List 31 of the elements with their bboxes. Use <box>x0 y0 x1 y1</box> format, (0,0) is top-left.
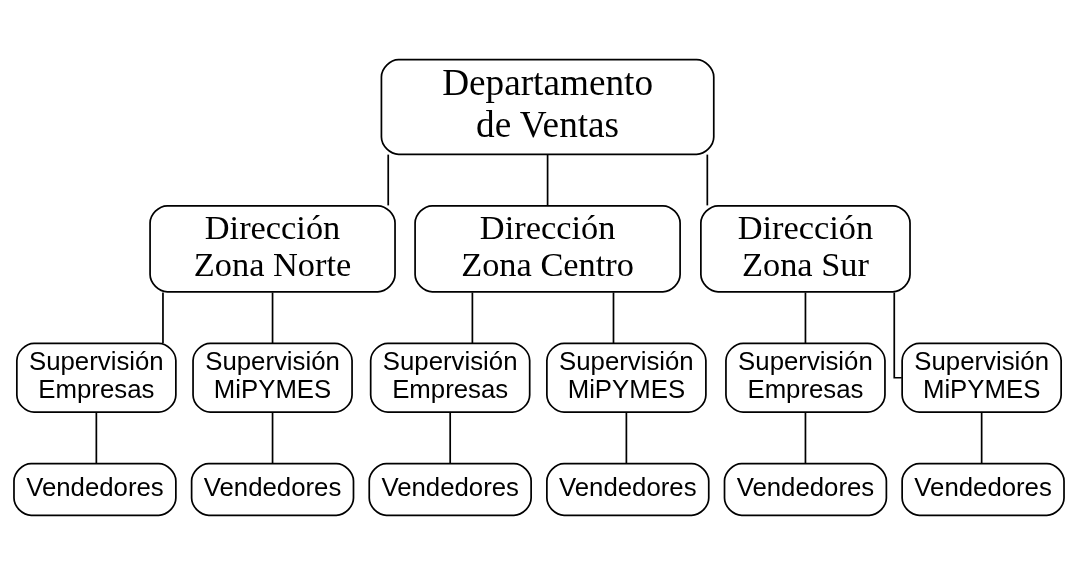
node-box: Vendedores <box>190 462 355 517</box>
node-box: Supervisión Empresas <box>369 342 531 413</box>
node-box: Dirección Zona Sur <box>700 205 911 293</box>
connector <box>612 291 615 344</box>
node-box: Dirección Zona Centro <box>414 205 681 293</box>
connector <box>387 153 390 207</box>
node-box: Supervisión Empresas <box>16 342 177 413</box>
connector <box>271 291 274 344</box>
node-box: Vendedores <box>901 462 1065 517</box>
connector <box>471 291 474 344</box>
connector <box>980 411 983 465</box>
connector <box>893 291 903 379</box>
node-box: Vendedores <box>723 462 888 517</box>
node-box: Supervisión MiPYMES <box>901 342 1062 413</box>
node-box: Vendedores <box>546 462 710 517</box>
connector <box>804 411 807 465</box>
connector <box>449 411 452 465</box>
connector <box>271 411 274 465</box>
connector <box>625 411 628 465</box>
node-box: Vendedores <box>368 462 532 517</box>
connector <box>706 153 709 207</box>
node-box: Departamento de Ventas <box>380 58 715 156</box>
connector <box>804 291 807 344</box>
connector <box>162 291 164 344</box>
node-box: Vendedores <box>13 462 177 517</box>
node-box: Supervisión MiPYMES <box>546 342 707 413</box>
node-box: Dirección Zona Norte <box>149 205 396 293</box>
node-box: Supervisión MiPYMES <box>192 342 353 413</box>
connector <box>95 411 98 465</box>
connector <box>546 153 549 207</box>
node-box: Supervisión Empresas <box>725 342 886 413</box>
